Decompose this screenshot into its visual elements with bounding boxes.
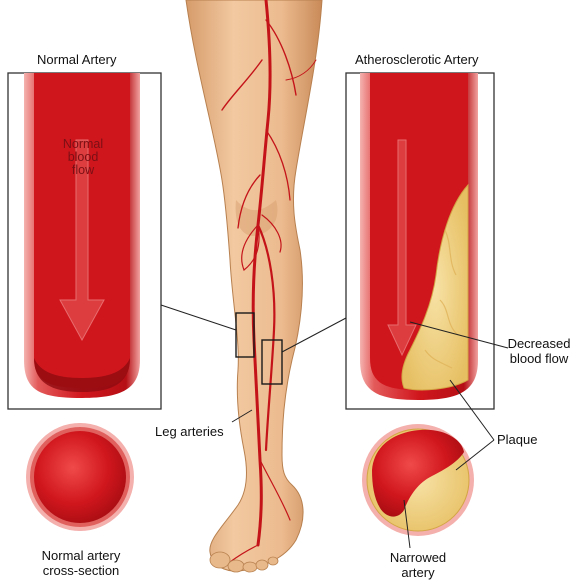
normal-artery-title: Normal Artery: [37, 52, 116, 67]
leg-arteries-label: Leg arteries: [155, 424, 224, 439]
normal-cross-section-label: Normal artery cross-section: [22, 548, 140, 578]
normal-flow-label: Normal blood flow: [58, 138, 108, 177]
normal-flow-line-3: flow: [58, 164, 108, 177]
normal-cross-section: [26, 423, 134, 531]
narrowed-line-2: artery: [378, 565, 458, 580]
normal-artery-panel: [8, 73, 236, 409]
leg-illustration: [186, 0, 322, 572]
atherosclerotic-artery-panel: [282, 73, 494, 409]
decreased-blood-flow-label: Decreased blood flow: [506, 336, 572, 366]
normal-cross-line-1: Normal artery: [22, 548, 140, 563]
narrowed-artery-label: Narrowed artery: [378, 550, 458, 580]
normal-cross-line-2: cross-section: [22, 563, 140, 578]
plaque-label: Plaque: [497, 432, 537, 447]
narrowed-cross-section: [362, 424, 474, 536]
narrowed-line-1: Narrowed: [378, 550, 458, 565]
atherosclerotic-artery-title: Atherosclerotic Artery: [355, 52, 479, 67]
decreased-line-1: Decreased: [506, 336, 572, 351]
decreased-line-2: blood flow: [506, 351, 572, 366]
